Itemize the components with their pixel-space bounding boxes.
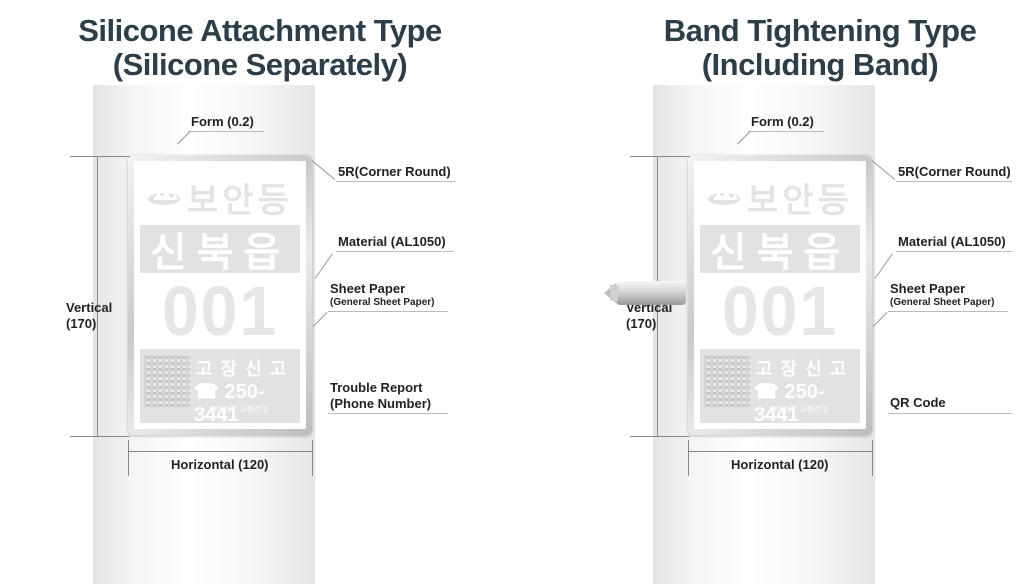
plate-header: 보안등 (700, 171, 860, 223)
band-clamp-icon (602, 279, 686, 307)
report-title: 고장신고 (196, 359, 295, 379)
panel-title: Silicone Attachment Type (Silicone Separ… (78, 13, 442, 82)
plate-region-text: 신북읍 (709, 231, 851, 275)
label-horizontal: Horizontal (120) (171, 457, 269, 472)
plate-report-area: 고장신고 ☎ 250-3441 ← QR코드 고장신고 (700, 349, 860, 426)
qr-code-icon (144, 355, 190, 407)
label-vertical-value: (170) (66, 316, 97, 331)
label-sheet: Sheet Paper (330, 281, 406, 296)
report-phone: ☎ 250-3441 (754, 381, 825, 426)
plate-region-band: 신북읍 (140, 225, 300, 275)
report-title: 고장신고 (756, 359, 855, 379)
label-qr: QR Code (890, 395, 946, 410)
plate-number: 001 (721, 272, 839, 350)
qr-code-icon (704, 355, 750, 407)
sign-plate: 보안등 신북읍 001 고장신고 ☎ 250-3441 ← QR코드 고장신고 (128, 155, 312, 435)
label-report-sub: (Phone Number) (330, 396, 432, 411)
plate-number: 001 (161, 272, 279, 350)
plate-number-area: 001 (140, 272, 300, 350)
label-form: Form (0.2) (751, 114, 814, 129)
report-note: ← QR코드 고장신고 (200, 405, 269, 414)
report-phone: ☎ 250-3441 (194, 381, 265, 426)
label-vertical-value: (170) (626, 316, 657, 331)
label-sheet-sub: (General Sheet Paper) (330, 297, 435, 308)
sign-plate: 보안등 신북읍 001 고장신고 ☎ 250-3441 ← QR코드 고장신고 (688, 155, 872, 435)
panel-title: Band Tightening Type (Including Band) (663, 13, 977, 82)
mountain-logo-icon (147, 188, 181, 206)
report-note: ← QR코드 고장신고 (760, 405, 829, 414)
plate-top-text: 보안등 (187, 181, 293, 220)
label-material: Material (AL1050) (338, 234, 446, 249)
plate-number-area: 001 (700, 272, 860, 350)
label-corner: 5R(Corner Round) (898, 164, 1011, 179)
silicone-attachment-panel: Silicone Attachment Type (Silicone Separ… (0, 0, 500, 584)
label-horizontal: Horizontal (120) (731, 457, 829, 472)
label-corner: 5R(Corner Round) (338, 164, 451, 179)
plate-report-area: 고장신고 ☎ 250-3441 ← QR코드 고장신고 (140, 349, 300, 426)
label-sheet-sub: (General Sheet Paper) (890, 297, 995, 308)
plate-top-text: 보안등 (747, 181, 853, 220)
band-tightening-panel: Band Tightening Type (Including Band) 보안… (560, 0, 1017, 584)
plate-header: 보안등 (140, 171, 300, 223)
label-vertical: Vertical (66, 300, 113, 315)
label-sheet: Sheet Paper (890, 281, 966, 296)
plate-region-band: 신북읍 (700, 225, 860, 275)
plate-region-text: 신북읍 (149, 231, 291, 275)
mountain-logo-icon (707, 188, 741, 206)
label-report: Trouble Report (330, 380, 423, 395)
label-form: Form (0.2) (191, 114, 254, 129)
label-material: Material (AL1050) (898, 234, 1006, 249)
